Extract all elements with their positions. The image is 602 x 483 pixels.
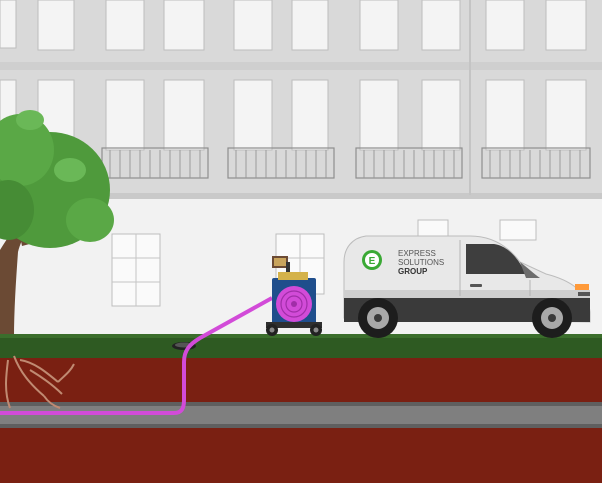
van-brand-line1: EXPRESS <box>398 249 436 258</box>
tree-roots <box>5 355 75 409</box>
liner-hose <box>0 296 273 415</box>
company-van: E EXPRESS SOLUTIONS GROUP <box>343 235 591 338</box>
tree <box>0 110 114 338</box>
ground-cross-section <box>0 334 602 483</box>
drain-pipe <box>0 406 602 424</box>
van-wheels <box>358 298 572 338</box>
balcony-railings <box>101 147 591 179</box>
liner-reel-icon <box>266 256 322 336</box>
van-brand-line2: SOLUTIONS <box>398 258 444 267</box>
van-brand-line3: GROUP <box>398 267 428 276</box>
logo-letter: E <box>369 256 376 267</box>
express-solutions-logo-icon: E <box>362 250 382 270</box>
